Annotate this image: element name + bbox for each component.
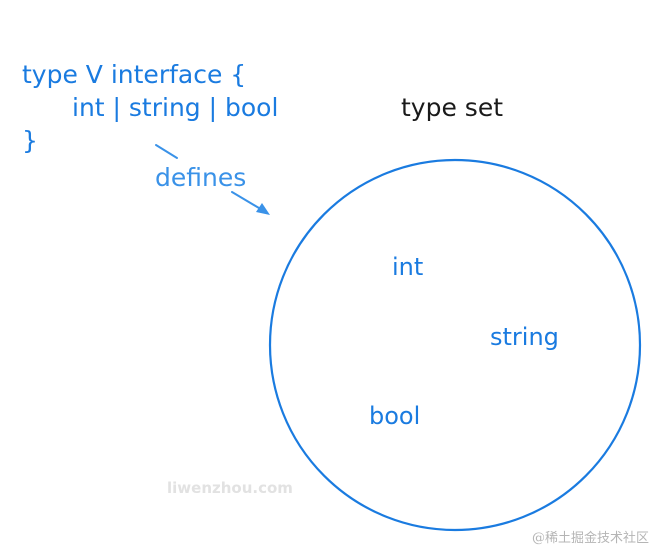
code-line-2: int | string | bool <box>72 93 279 122</box>
defines-connector-line <box>155 144 178 159</box>
type-set-title: type set <box>401 93 504 122</box>
type-set-circle <box>268 158 642 532</box>
site-watermark: liwenzhou.com <box>167 479 293 497</box>
type-set-member-bool: bool <box>369 402 421 430</box>
platform-watermark: @稀土掘金技术社区 <box>532 531 650 546</box>
code-line-1: type V interface { <box>22 60 247 89</box>
type-set-member-int: int <box>392 253 424 281</box>
type-set-member-string: string <box>490 323 559 351</box>
code-line-3: } <box>22 126 38 155</box>
defines-label: defines <box>155 163 247 192</box>
arrow-icon <box>231 191 270 215</box>
